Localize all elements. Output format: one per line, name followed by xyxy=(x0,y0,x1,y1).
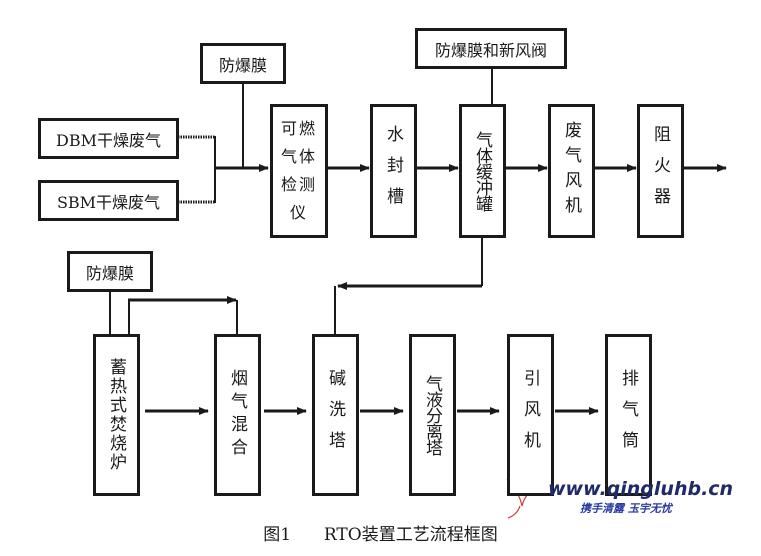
step-alkali-wash-tower: 碱洗塔 xyxy=(312,334,359,496)
explosion-membrane-box-bottom: 防爆膜 xyxy=(67,251,153,292)
figure-number: 图1 xyxy=(263,525,292,545)
input-dbm-dryer-exhaust: DBM干燥废气 xyxy=(38,118,179,159)
membrane-and-fresh-air-valve-box: 防爆膜和新风阀 xyxy=(415,28,567,69)
step-induced-draft-fan: 引风机 xyxy=(507,334,554,496)
step-flue-gas-mixing: 烟气混合 xyxy=(214,334,261,496)
step-combustible-gas-detector: 可燃气体检测仪 xyxy=(270,104,328,238)
step-flame-arrester: 阻火器 xyxy=(637,104,684,238)
figure-caption: 图1 RTO装置工艺流程框图 xyxy=(0,520,761,545)
step-water-seal-tank: 水封槽 xyxy=(370,104,417,238)
explosion-membrane-box-top: 防爆膜 xyxy=(200,43,286,84)
step-gas-buffer-tank: 气体缓冲罐 xyxy=(459,104,506,238)
watermark-slogan: 携手清露 玉宇无忧 xyxy=(580,502,672,515)
input-sbm-dryer-exhaust: SBM干燥废气 xyxy=(38,180,179,221)
figure-title: RTO装置工艺流程框图 xyxy=(323,525,498,545)
watermark-url: www.qingluhb.cn xyxy=(548,478,734,500)
step-regenerative-thermal-oxidizer: 蓄热式焚烧炉 xyxy=(93,334,140,496)
step-gas-liquid-separator: 气液分离塔 xyxy=(409,334,456,496)
step-exhaust-fan: 废气风机 xyxy=(548,104,595,238)
step-exhaust-stack: 排气筒 xyxy=(605,334,652,496)
